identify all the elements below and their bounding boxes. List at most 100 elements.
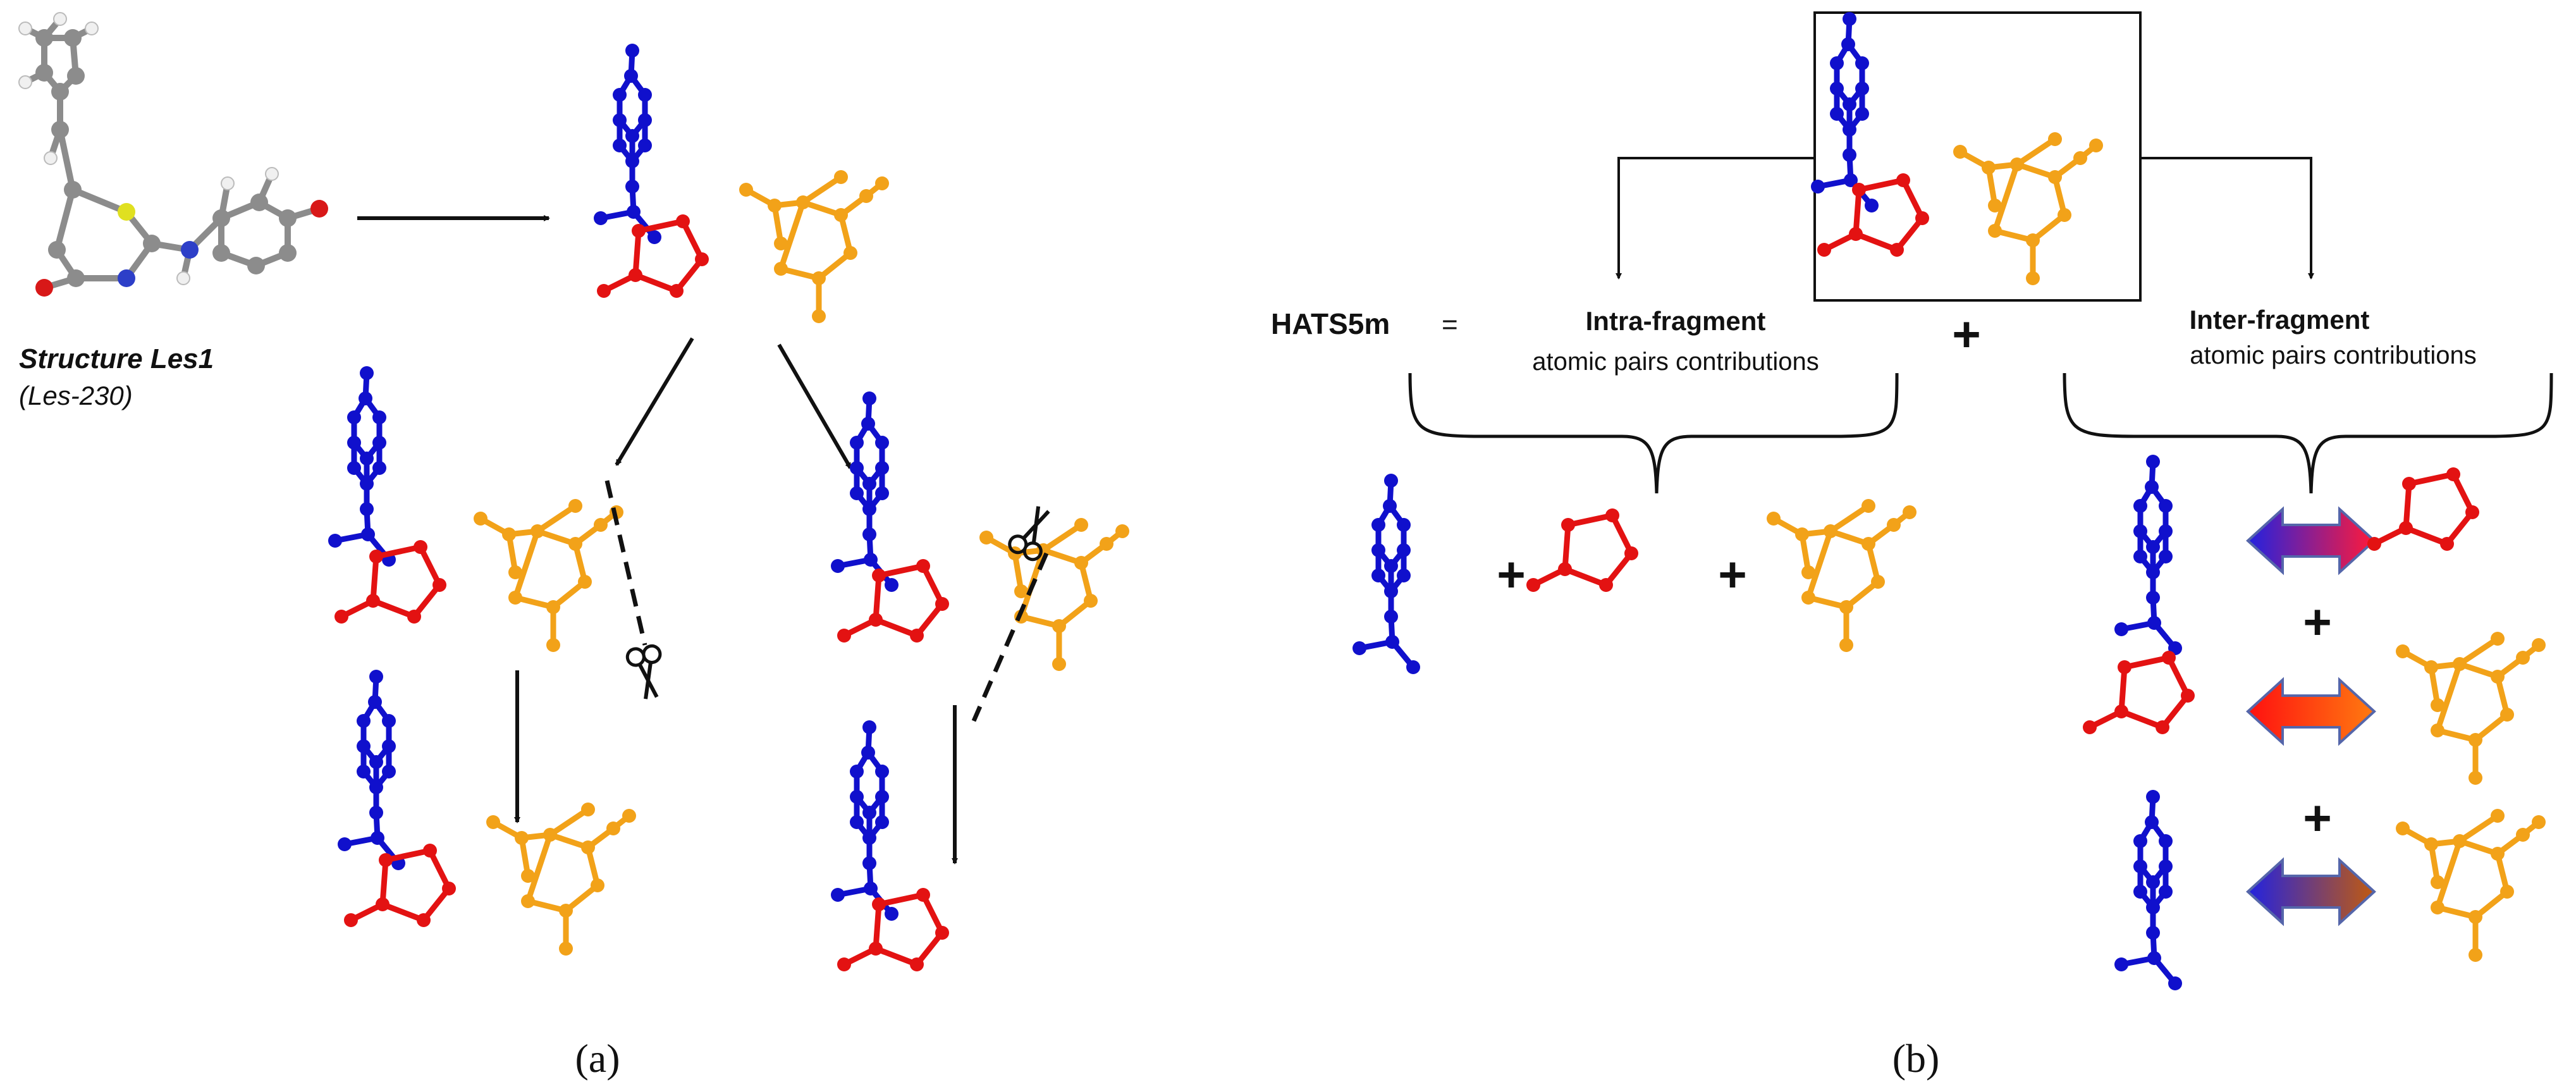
atom: [1855, 82, 1869, 95]
atom: [834, 208, 848, 222]
atom: [1896, 173, 1910, 187]
atom: [51, 83, 69, 101]
atom: [591, 878, 604, 892]
atom: [546, 638, 560, 652]
atom: [1383, 499, 1397, 513]
bond: [379, 857, 389, 908]
atom: [1844, 173, 1858, 187]
atom: [2168, 976, 2182, 990]
bond: [1609, 512, 1635, 557]
bond: [1562, 566, 1609, 588]
atom: [531, 524, 544, 538]
atom: [486, 815, 500, 829]
atom: [181, 241, 199, 259]
fragment-orange-molecule: [979, 518, 1129, 671]
atom: [1843, 123, 1856, 137]
brace-intra: [1408, 372, 1899, 494]
atom: [369, 550, 383, 563]
atom: [559, 904, 573, 918]
bond: [383, 847, 433, 863]
bond: [876, 563, 926, 579]
bond: [920, 563, 945, 607]
atom: [910, 629, 924, 643]
atom: [875, 790, 889, 804]
atom: [1014, 584, 1028, 598]
atom: [143, 235, 161, 252]
atom: [2469, 733, 2482, 747]
atom: [2424, 660, 2438, 674]
atom: [1605, 508, 1619, 522]
atom: [875, 765, 889, 778]
fragment-red-molecule: [344, 844, 456, 927]
atom: [366, 594, 380, 608]
atom: [872, 569, 886, 582]
atom: [369, 780, 383, 794]
atom: [1384, 584, 1398, 598]
atom: [2500, 885, 2514, 899]
atom: [360, 366, 374, 380]
atom: [1841, 37, 1855, 51]
atom: [382, 714, 396, 728]
brace-inter: [2063, 372, 2553, 494]
atom: [812, 271, 826, 285]
atom: [1871, 575, 1885, 589]
atom: [875, 815, 889, 829]
atom: [1887, 518, 1901, 532]
plus-intra-1: +: [1497, 546, 1526, 602]
atom: [357, 714, 371, 728]
atom: [875, 436, 889, 450]
atom: [2026, 271, 2040, 285]
scissors-icon: [1008, 506, 1050, 562]
atom: [521, 894, 535, 908]
bond: [1805, 528, 1834, 601]
bond: [778, 199, 806, 272]
atom: [48, 241, 66, 259]
atom: [1982, 161, 1996, 175]
bond: [54, 187, 76, 253]
atom: [2159, 834, 2173, 848]
atom: [1839, 638, 1853, 652]
atom: [2118, 660, 2131, 674]
molecule-left-bottom: [338, 670, 636, 956]
atom: [885, 578, 899, 592]
atom: [1052, 619, 1066, 633]
bond: [1827, 503, 1872, 534]
atom: [613, 113, 627, 127]
bond: [873, 945, 920, 968]
atom: [1852, 183, 1866, 197]
atom: [2146, 591, 2160, 605]
atom: [118, 269, 135, 287]
atom: [2147, 616, 2161, 630]
bond: [2403, 481, 2412, 531]
inter-pair-blue-red: [2114, 455, 2479, 655]
bond: [2166, 655, 2191, 699]
atom: [864, 882, 878, 895]
atom: [1988, 199, 2002, 212]
atom: [2147, 951, 2161, 965]
atom: [2048, 170, 2062, 184]
structure-code: (Les-230): [19, 381, 133, 410]
atom: [568, 537, 582, 551]
atom: [850, 461, 864, 475]
fragment-blue-molecule: [831, 720, 899, 921]
atom: [850, 765, 864, 778]
atom: [2446, 467, 2460, 481]
fragment-orange-molecule: [1767, 499, 1917, 652]
atom: [831, 888, 845, 902]
atom: [837, 957, 851, 971]
atom: [1526, 578, 1540, 592]
atom: [279, 209, 297, 227]
atom: [85, 22, 99, 35]
cut-line-left: [604, 480, 647, 646]
atom: [44, 151, 58, 165]
atom: [2133, 859, 2147, 873]
fragment-orange-molecule: [2396, 632, 2546, 785]
bond: [1562, 522, 1571, 572]
atom: [1397, 569, 1411, 582]
atom: [843, 246, 857, 260]
atom: [347, 461, 361, 475]
atom: [2424, 837, 2438, 851]
atom: [2465, 505, 2479, 519]
atom: [376, 897, 389, 911]
atom: [2431, 875, 2444, 889]
